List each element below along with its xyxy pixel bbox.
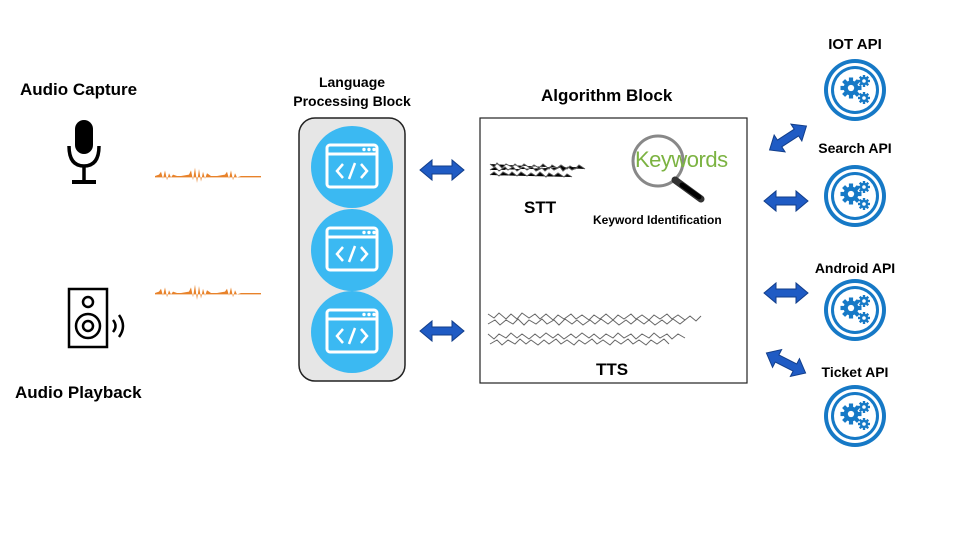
gears-icon: [824, 59, 886, 121]
api-label-ticket: Ticket API: [821, 364, 889, 380]
gears-icon: [824, 385, 886, 447]
stt-label: STT: [524, 198, 557, 217]
magnifier-icon: [631, 134, 705, 203]
tts-label: TTS: [596, 360, 629, 379]
keywords-logo-text: Keywords: [635, 147, 728, 172]
algorithm-block-title: Algorithm Block: [541, 86, 673, 105]
audio-waveform-playback: [155, 284, 261, 300]
api-label-search: Search API: [818, 140, 892, 156]
audio-waveform-capture: [155, 167, 261, 183]
speaker-icon: [67, 287, 125, 349]
stt-text-image: [489, 160, 592, 178]
bidirectional-arrow: [763, 190, 809, 212]
gears-icon: [824, 165, 886, 227]
audio-playback-label: Audio Playback: [15, 383, 142, 402]
language-block-title-line2: Processing Block: [293, 93, 411, 109]
api-label-android: Android API: [814, 260, 896, 276]
api-label-iot: IOT API: [828, 36, 882, 53]
gears-icon: [824, 279, 886, 341]
microphone-icon: [67, 120, 101, 184]
keyword-identification-label: Keyword Identification: [593, 213, 722, 227]
bidirectional-arrow: [763, 282, 809, 304]
bidirectional-arrow: [419, 320, 465, 342]
code-window-icon: [309, 124, 395, 210]
code-window-icon: [309, 207, 395, 293]
bidirectional-arrow: [761, 343, 811, 383]
audio-capture-label: Audio Capture: [20, 80, 138, 99]
language-block-title-line1: Language: [318, 74, 386, 90]
bidirectional-arrow: [763, 117, 813, 159]
bidirectional-arrow: [419, 159, 465, 181]
code-window-icon: [309, 289, 395, 375]
tts-text-image: [487, 312, 702, 346]
